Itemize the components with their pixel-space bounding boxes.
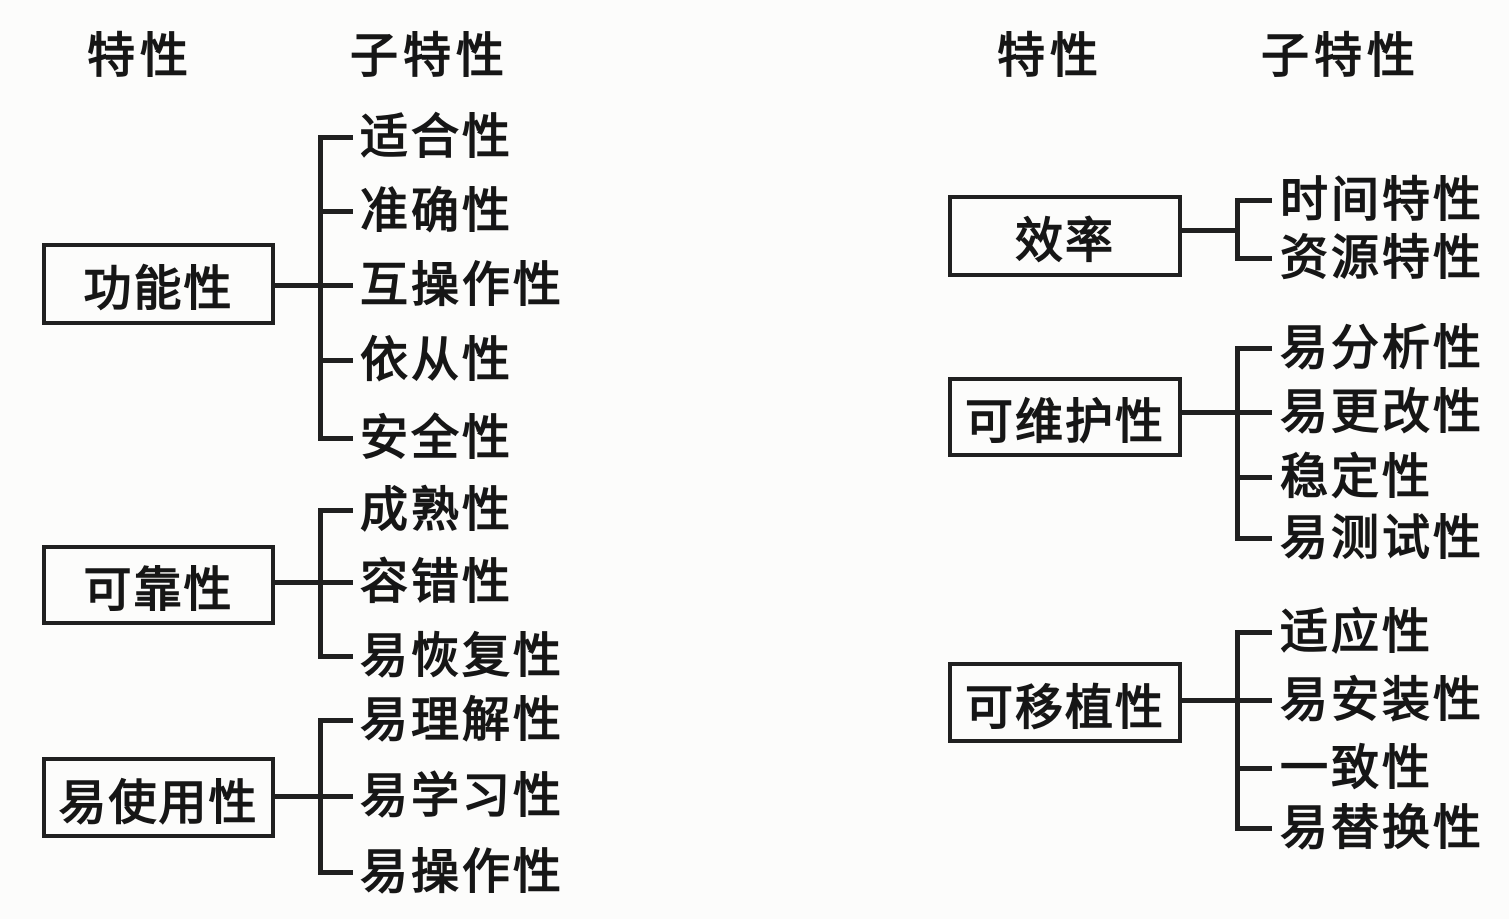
bracket-tick — [318, 209, 353, 214]
bracket-tick — [1235, 475, 1272, 480]
bracket-spine — [318, 508, 323, 659]
bracket-tick — [318, 358, 353, 363]
subcharacteristic-label: 易替换性 — [1280, 800, 1485, 856]
characteristic-box-usability: 易使用性 — [42, 757, 275, 838]
characteristic-label: 功能性 — [83, 261, 234, 317]
subcharacteristic-label: 易分析性 — [1280, 320, 1485, 376]
right-column-header-characteristic: 特性 — [997, 28, 1104, 84]
characteristic-box-portability: 可移植性 — [948, 662, 1182, 743]
subcharacteristic-label: 易学习性 — [360, 768, 565, 824]
characteristic-label: 效率 — [1014, 213, 1115, 269]
bracket-spine — [1235, 198, 1240, 261]
subcharacteristic-label: 准确性 — [360, 183, 514, 239]
characteristic-box-maintainability: 可维护性 — [948, 377, 1182, 457]
subcharacteristic-label: 一致性 — [1280, 740, 1434, 796]
connector-line — [1182, 410, 1272, 415]
subcharacteristic-label: 依从性 — [360, 332, 514, 388]
characteristic-box-efficiency: 效率 — [948, 195, 1182, 277]
left-column-header-subcharacteristic: 子特性 — [350, 28, 510, 84]
bracket-tick — [318, 654, 353, 659]
bracket-tick — [1235, 198, 1272, 203]
subcharacteristic-label: 易操作性 — [360, 844, 565, 900]
bracket-tick — [1235, 536, 1272, 541]
connector-line — [1182, 698, 1272, 703]
connector-line — [275, 580, 353, 585]
right-column-header-subcharacteristic: 子特性 — [1261, 28, 1421, 84]
bracket-tick — [1235, 630, 1272, 635]
bracket-tick — [1235, 826, 1272, 831]
bracket-spine — [1235, 630, 1240, 831]
connector-line — [275, 283, 353, 288]
bracket-tick — [318, 508, 353, 513]
subcharacteristic-label: 资源特性 — [1280, 230, 1485, 286]
subcharacteristic-label: 易测试性 — [1280, 510, 1485, 566]
connector-line — [1182, 228, 1240, 233]
bracket-spine — [318, 718, 323, 875]
bracket-tick — [318, 718, 353, 723]
characteristic-label: 可移植性 — [964, 679, 1165, 736]
bracket-spine — [318, 135, 323, 441]
left-column-header-characteristic: 特性 — [87, 28, 194, 84]
characteristic-box-functionality: 功能性 — [42, 243, 275, 325]
characteristic-label: 可维护性 — [964, 394, 1165, 450]
subcharacteristic-label: 易更改性 — [1280, 384, 1485, 440]
subcharacteristic-label: 适合性 — [360, 109, 514, 165]
subcharacteristic-label: 易恢复性 — [360, 628, 565, 684]
bracket-tick — [1235, 256, 1272, 261]
bracket-tick — [1235, 766, 1272, 771]
bracket-tick — [318, 870, 353, 875]
subcharacteristic-label: 适应性 — [1280, 604, 1434, 660]
subcharacteristic-label: 容错性 — [360, 554, 514, 610]
bracket-tick — [318, 135, 353, 140]
bracket-tick — [1235, 346, 1272, 351]
bracket-tick — [318, 436, 353, 441]
characteristic-box-reliability: 可靠性 — [42, 545, 275, 625]
characteristic-label: 易使用性 — [58, 774, 259, 831]
bracket-spine — [1235, 346, 1240, 541]
subcharacteristic-label: 稳定性 — [1280, 449, 1434, 505]
characteristic-label: 可靠性 — [83, 562, 234, 618]
connector-line — [275, 794, 353, 799]
subcharacteristic-label: 互操作性 — [360, 257, 565, 313]
subcharacteristic-label: 易理解性 — [360, 692, 565, 748]
subcharacteristic-label: 时间特性 — [1280, 172, 1485, 228]
subcharacteristic-label: 安全性 — [360, 410, 514, 466]
subcharacteristic-label: 成熟性 — [360, 482, 514, 538]
subcharacteristic-label: 易安装性 — [1280, 672, 1485, 728]
